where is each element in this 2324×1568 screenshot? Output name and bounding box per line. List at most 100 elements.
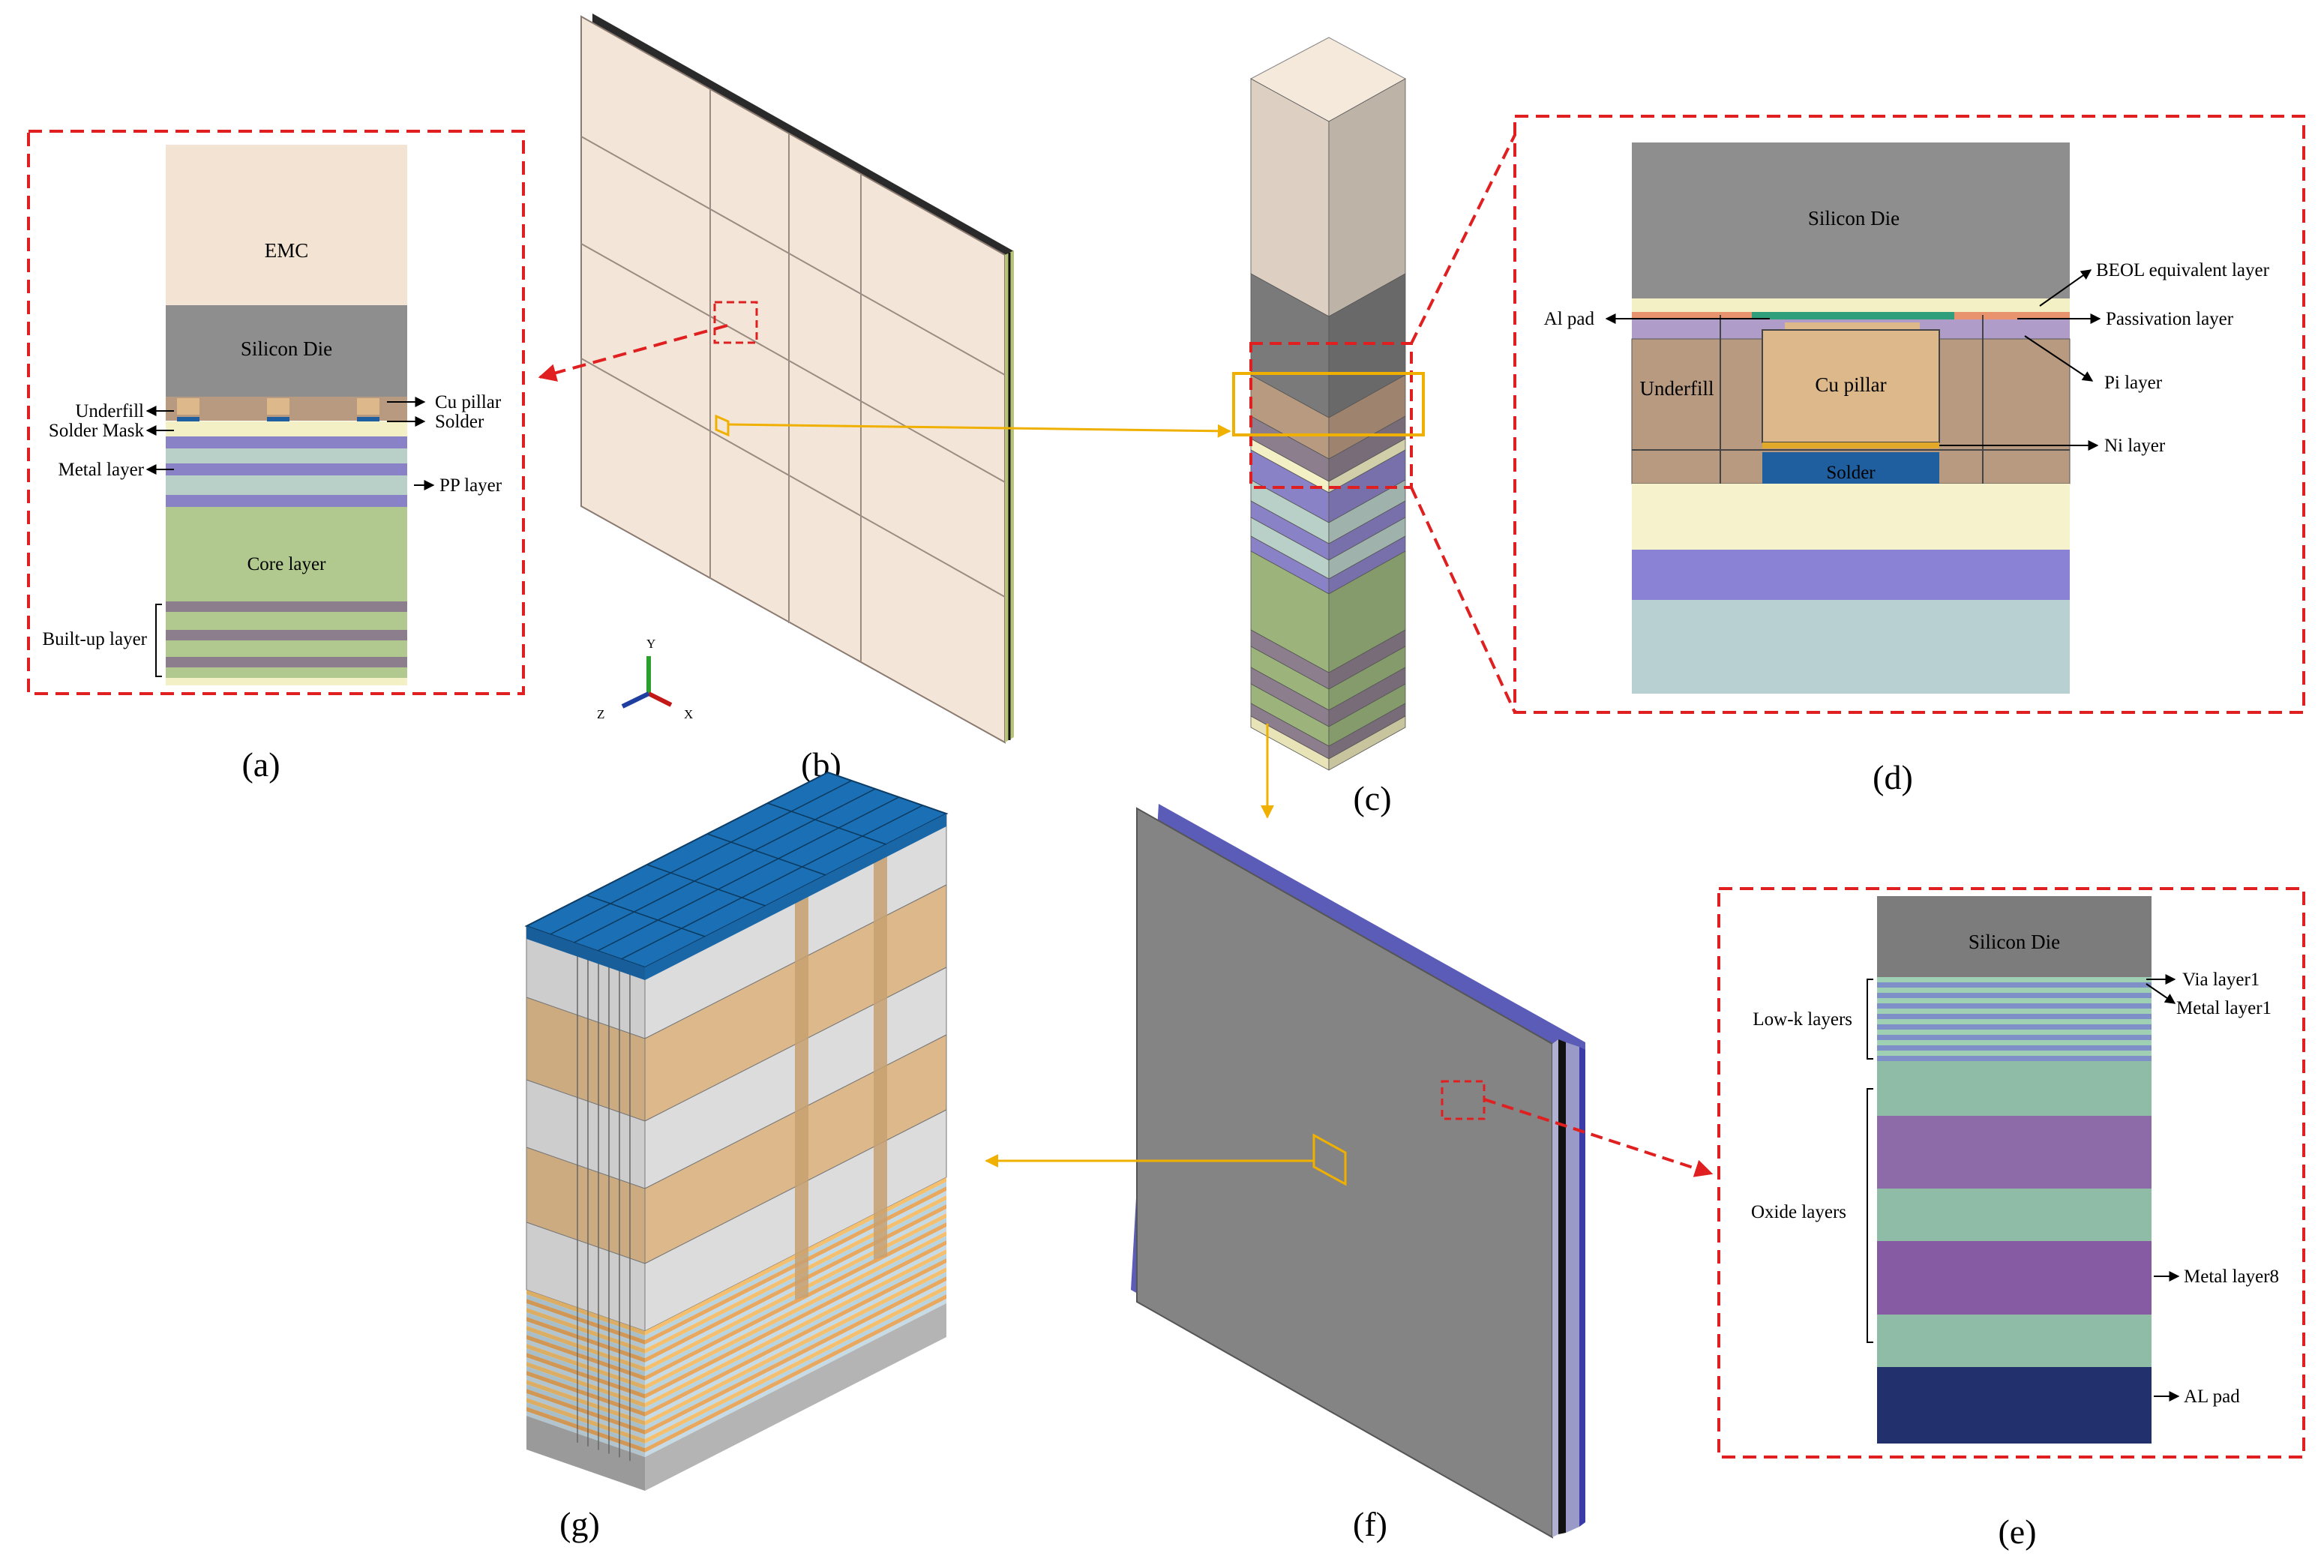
a-builtup-label: Built-up layer — [42, 629, 147, 649]
caption-f: (f) — [1353, 1505, 1387, 1543]
g-left-stripe — [526, 1312, 645, 1358]
d-sm — [1632, 484, 2070, 550]
e-al-pad — [1877, 1367, 2152, 1444]
a-cu-pillar — [357, 398, 379, 415]
e-lowk-stripe — [1877, 993, 2152, 998]
d-beol-arrow — [2039, 269, 2092, 307]
g-top-edge-right — [645, 814, 946, 980]
a-underfill-label: Underfill — [75, 401, 144, 421]
a-bu-metal — [166, 601, 407, 612]
g-top-grid — [767, 802, 886, 845]
a-solder-resist — [166, 678, 407, 685]
e-lowk-stripe — [1877, 1009, 2152, 1014]
g-right-stripe — [645, 1249, 946, 1408]
c-yellow-zoom — [1232, 372, 1425, 436]
e-lowk-stripe — [1877, 977, 2152, 982]
b-axis-z: Z — [597, 707, 604, 721]
g-pillar-strip — [874, 847, 887, 1260]
a-pp-layer — [166, 448, 407, 463]
a-core-layer — [166, 507, 407, 601]
a-pp-layer — [166, 475, 407, 495]
g-left-stripe — [526, 1393, 645, 1439]
g-left-stripe — [526, 1362, 645, 1408]
g-left-stripe — [526, 1330, 645, 1376]
g-right-stripe — [645, 1254, 946, 1412]
g-top-grid — [573, 788, 876, 943]
g-left-stripe — [526, 1290, 645, 1336]
g-right-stripe — [645, 1290, 946, 1448]
a-solder — [267, 417, 289, 421]
d-beol-label: BEOL equivalent layer — [2096, 260, 2270, 280]
g-top-grid — [550, 780, 852, 935]
d-cupillar-label: Cu pillar — [1815, 373, 1886, 396]
panel-g: (g) — [524, 771, 949, 1543]
a-metal-layer — [166, 463, 407, 475]
e-metal1-label: Metal layer1 — [2176, 998, 2272, 1018]
g-right-stripe — [645, 1236, 946, 1394]
e-lowk-stripe — [1877, 1040, 2152, 1045]
g-right-stripe — [645, 1281, 946, 1439]
a-emc-layer — [166, 145, 407, 305]
e-lowk-stripe — [1877, 1045, 2152, 1051]
e-via-label: Via layer1 — [2182, 970, 2260, 990]
b-zoom-box — [713, 301, 758, 344]
b-axis-triad: Y X Z — [597, 637, 693, 721]
e-oxide-1 — [1877, 1063, 2152, 1116]
e-lowk-brace — [1867, 979, 1873, 1060]
f-zoom-yellow — [1312, 1133, 1347, 1186]
b-to-c-leader — [727, 423, 1231, 438]
e-lowk-label: Low-k layers — [1753, 1009, 1852, 1030]
g-left-stripe — [526, 1411, 645, 1457]
caption-a: (a) — [241, 745, 280, 784]
g-right-stripe — [645, 1240, 946, 1399]
g-left-stripe — [526, 1371, 645, 1417]
e-lowk-stripe — [1877, 1003, 2152, 1009]
e-lowk-base — [1877, 1061, 2152, 1063]
caption-e: (e) — [1998, 1513, 2036, 1551]
b-to-a-leader — [538, 324, 728, 382]
a-core-label: Core layer — [247, 554, 326, 574]
g-left-stripe — [526, 1375, 645, 1421]
b-zoom-box-yellow — [715, 414, 730, 437]
panel-d: Silicon Die Underfill Cu pillar Solder B… — [1513, 115, 2305, 796]
g-right-stripe — [645, 1294, 946, 1453]
g-left-stripe — [526, 1366, 645, 1412]
g-left-stripe — [526, 1299, 645, 1345]
g-top-grid — [706, 833, 826, 876]
c-to-d-leader-top — [1410, 134, 1516, 344]
d-underfill-label: Underfill — [1640, 377, 1714, 400]
e-lowk-stripe — [1877, 1030, 2152, 1035]
a-cu-pillar — [267, 398, 289, 415]
g-right-stripe — [645, 1299, 946, 1457]
g-left-stripe — [526, 1357, 645, 1403]
d-pi-arrow — [2024, 335, 2094, 382]
g-left-stripe — [526, 1321, 645, 1367]
g-right-stripe — [645, 1276, 946, 1435]
a-bu-layer — [166, 640, 407, 657]
g-right-stripe — [645, 1263, 946, 1421]
g-left-stripe — [526, 1326, 645, 1372]
panel-f: (f) — [985, 804, 1714, 1543]
g-left-base — [526, 1416, 645, 1491]
d-alpad-label: Al pad — [1544, 309, 1595, 329]
g-right-stripe — [645, 1222, 946, 1381]
a-solder-mask-layer — [166, 421, 407, 436]
e-oxide-3 — [1877, 1315, 2152, 1367]
g-left-stripe — [526, 1353, 645, 1399]
d-passivation-left — [1632, 312, 1752, 319]
c-column — [1250, 78, 1406, 771]
a-bu-metal — [166, 657, 407, 667]
c-to-d-leader-bottom — [1410, 487, 1516, 713]
e-lowk-stripe — [1877, 1035, 2152, 1040]
g-left-stripe — [526, 1335, 645, 1381]
d-ni-label: Ni layer — [2104, 436, 2166, 456]
g-left-stripe — [526, 1407, 645, 1453]
a-builtup-brace — [155, 604, 162, 677]
panel-e-frame — [1717, 887, 2305, 1459]
d-passivation-label: Passivation layer — [2106, 309, 2234, 329]
e-alpad-label: AL pad — [2184, 1387, 2240, 1407]
g-right-stripe — [645, 1227, 946, 1385]
e-die-label: Silicon Die — [1969, 931, 2060, 953]
g-pillar-strip — [795, 888, 808, 1300]
